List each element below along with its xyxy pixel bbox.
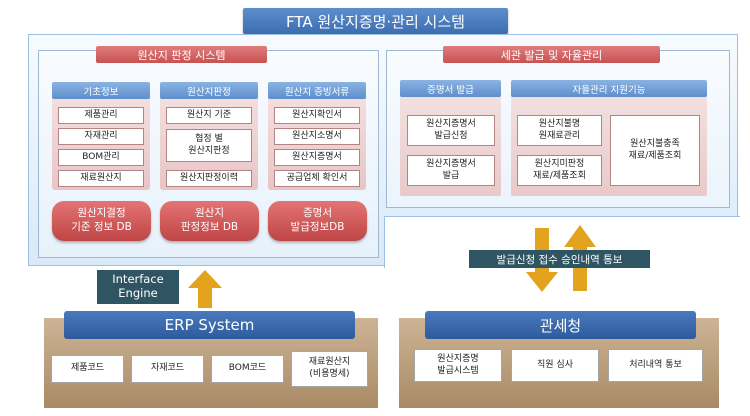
item-bom-mgmt[interactable]: BOM관리 — [58, 149, 144, 166]
item-judgment-history[interactable]: 원산지판정이력 — [166, 170, 252, 187]
item-cert-issue[interactable]: 원산지증명서 발급 — [407, 155, 495, 186]
customs-title: 관세청 — [425, 311, 696, 339]
judgment-info-db: 원산지 판정정보 DB — [160, 201, 259, 241]
item-origin-certificate[interactable]: 원산지증명서 — [274, 149, 360, 166]
main-title: FTA 원산지증명·관리 시스템 — [243, 8, 508, 34]
erp-title: ERP System — [64, 311, 355, 339]
origin-criteria-db: 원산지결정 기준 정보 DB — [52, 201, 151, 241]
item-agreement-judgment[interactable]: 협정 별 원산지판정 — [166, 129, 252, 162]
erp-bom-code[interactable]: BOM코드 — [211, 355, 284, 383]
customs-issue-system[interactable]: 원산지증명 발급시스템 — [414, 349, 502, 382]
origin-judgment-header: 원산지판정 — [160, 82, 258, 99]
item-material-origin[interactable]: 재료원산지 — [58, 170, 144, 187]
erp-product-code[interactable]: 제품코드 — [51, 355, 124, 383]
customs-result-notice[interactable]: 처리내역 통보 — [608, 349, 703, 382]
item-cert-application[interactable]: 원산지증명서 발급신청 — [407, 115, 495, 146]
self-mgmt-header: 자율관리 지원기능 — [511, 80, 707, 97]
item-nonconforming-material[interactable]: 원산지불충족 재료/제품조회 — [610, 115, 700, 186]
item-unjudged-material[interactable]: 원산지미판정 재료/제품조회 — [517, 155, 602, 186]
origin-judgment-title: 원산지 판정 시스템 — [96, 46, 267, 63]
customs-staff-review[interactable]: 직원 심사 — [511, 349, 599, 382]
item-material-mgmt[interactable]: 자재관리 — [58, 128, 144, 145]
item-supplier-confirmation[interactable]: 공급업체 확인서 — [274, 170, 360, 187]
customs-issue-title: 세관 발급 및 자율관리 — [443, 46, 660, 63]
item-origin-confirmation[interactable]: 원산지확인서 — [274, 107, 360, 124]
item-origin-explanation[interactable]: 원산지소명서 — [274, 128, 360, 145]
notice-label: 발급신청 접수 승인내역 통보 — [469, 250, 650, 268]
item-unknown-origin-material[interactable]: 원산지불명 원재료관리 — [517, 115, 602, 146]
erp-material-origin[interactable]: 재료원산지 (비용명세) — [291, 351, 368, 387]
interface-engine-label: Interface Engine — [97, 270, 179, 304]
certificate-issue-db: 증명서 발급정보DB — [268, 201, 367, 241]
cert-issue-header: 증명서 발급 — [400, 80, 501, 97]
origin-documents-header: 원산지 증빙서류 — [268, 82, 366, 99]
basic-info-header: 기초정보 — [52, 82, 150, 99]
item-product-mgmt[interactable]: 제품관리 — [58, 107, 144, 124]
up-arrow-icon — [188, 270, 222, 308]
erp-material-code[interactable]: 자재코드 — [131, 355, 204, 383]
item-origin-criteria[interactable]: 원산지 기준 — [166, 107, 252, 124]
